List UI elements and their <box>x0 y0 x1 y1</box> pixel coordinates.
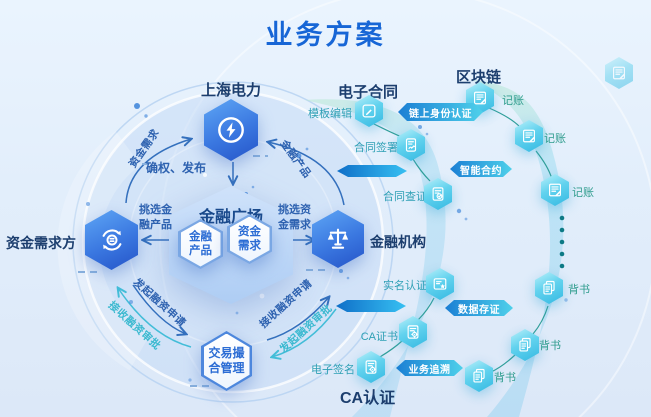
ledger-icon <box>549 183 562 197</box>
money-cycle-icon <box>101 229 122 251</box>
e-signature-icon <box>365 360 377 374</box>
ledger-label-1: 记账 <box>502 95 524 107</box>
realname-auth-icon <box>433 278 447 290</box>
financial-institution-node <box>312 210 364 268</box>
contract-verify-node <box>424 178 452 210</box>
shanghai-power-label: 上海电力 <box>200 82 261 99</box>
ca-section-header: CA认证 <box>340 390 396 407</box>
plaza-to-contract-arrow <box>337 165 407 177</box>
trade-matching-node: 交易撮合管理 <box>201 331 252 391</box>
shanghai-power-node <box>204 99 258 161</box>
confirm-publish-label: 确权、发布 <box>145 161 206 175</box>
pick-products-label: 挑选金融产品 <box>139 204 172 231</box>
pick-demand-label: 挑选资金需求 <box>278 204 311 231</box>
page-title: 业务方案 <box>265 20 386 50</box>
financial-products-hex: 金融产品 <box>178 219 223 269</box>
financial-institution-label: 金融机构 <box>370 234 426 250</box>
ca-certificate-icon <box>407 325 419 339</box>
econtract-header: 电子合同 <box>338 84 399 101</box>
documents-icon <box>473 368 485 383</box>
documents-icon <box>543 280 555 295</box>
realname-auth-label: 实名认证 <box>383 280 427 292</box>
contract-sign-node <box>397 129 425 161</box>
contract-verify-icon <box>432 187 444 201</box>
realname-auth-node <box>426 268 454 300</box>
ca-certificate-label: CA证书 <box>360 331 398 343</box>
capital-demand-hex-label: 资金需求 <box>238 225 261 252</box>
data-deposit-badge: 数据存证 <box>445 300 513 316</box>
endorse-label-3: 背书 <box>494 372 516 384</box>
e-signature-label: 电子签名 <box>311 364 355 376</box>
capital-demand-hex: 资金需求 <box>227 214 272 264</box>
ledger-label-3: 记账 <box>572 187 594 199</box>
smart-contract-badge: 智能合约 <box>450 161 512 177</box>
template-edit-label: 模板编辑 <box>308 108 352 120</box>
trade-matching-label: 交易撮合管理 <box>208 346 245 375</box>
capital-demander-node <box>85 210 138 270</box>
contract-sign-label: 合同签署 <box>354 142 398 154</box>
endorse-label-2: 背书 <box>539 340 561 352</box>
business-trace-badge: 业务追溯 <box>396 360 463 376</box>
lightning-icon <box>218 117 244 143</box>
ledger-icon <box>523 129 536 143</box>
endorse-node-1 <box>535 272 563 304</box>
financial-products-hex-label: 金融产品 <box>189 230 212 257</box>
endorse-node-2 <box>511 329 539 361</box>
template-edit-icon <box>362 104 376 118</box>
ledger-node-extra <box>605 57 633 89</box>
contract-verify-label: 合同查证 <box>383 191 427 203</box>
blockchain-header: 区块链 <box>456 69 502 86</box>
chain-identity-badge: 链上身份认证 <box>398 103 483 121</box>
scales-icon <box>326 228 350 249</box>
capital-demander-label: 资金需求方 <box>6 235 76 251</box>
documents-icon <box>519 337 531 352</box>
ca-certificate-node <box>399 316 427 348</box>
endorse-node-3 <box>465 360 493 392</box>
institution-to-ca-arrow <box>336 300 406 312</box>
endorse-label-1: 背书 <box>568 284 590 296</box>
template-edit-node <box>355 95 383 127</box>
ledger-icon <box>613 66 626 80</box>
ledger-node-3 <box>541 174 569 206</box>
e-signature-node <box>357 351 385 383</box>
ledger-node-2 <box>515 120 543 152</box>
contract-sign-icon <box>405 138 417 152</box>
ledger-label-2: 记账 <box>544 133 566 145</box>
